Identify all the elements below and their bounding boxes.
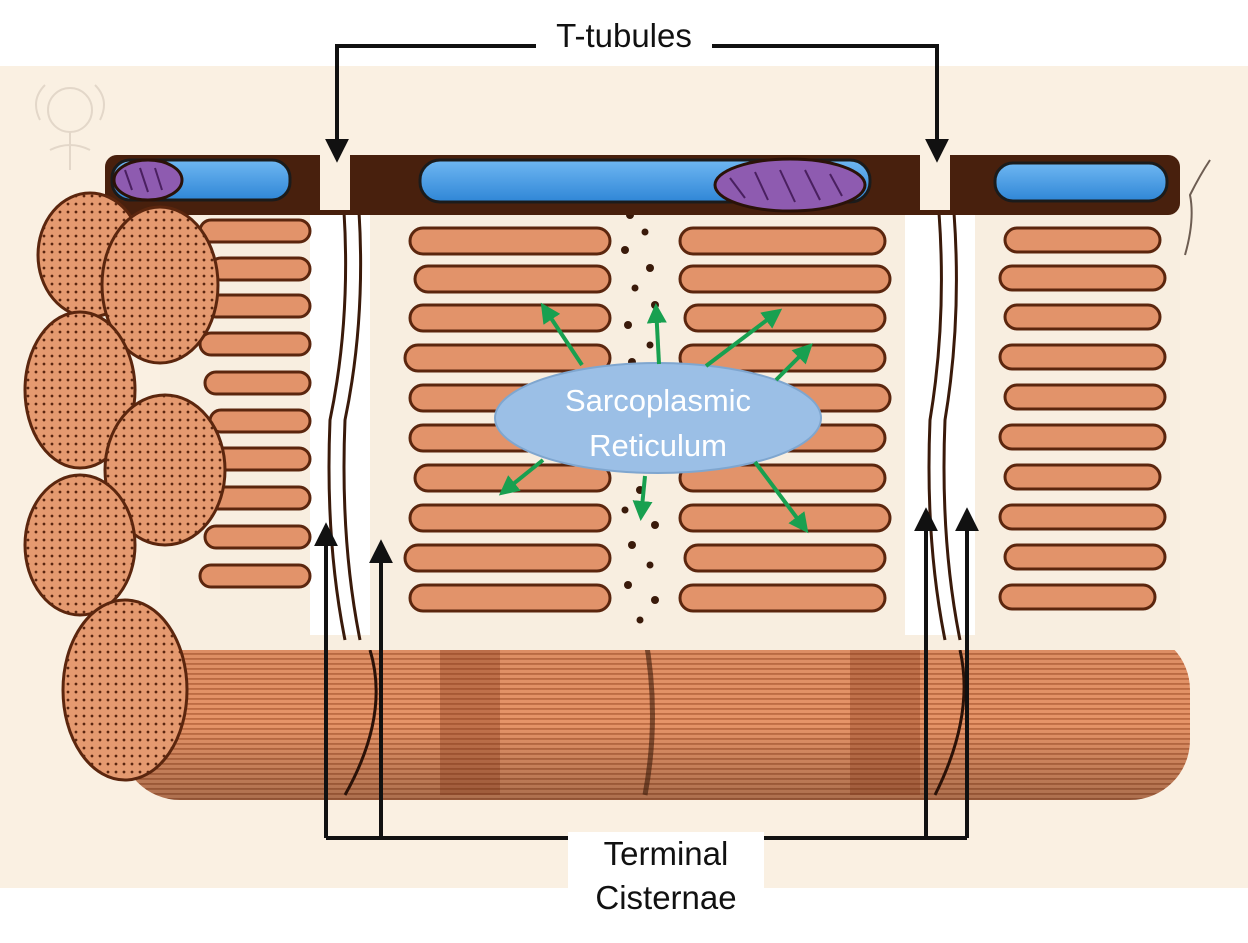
t-tubules-label: T-tubules: [536, 14, 712, 58]
t-tubule-blue-segments: [110, 158, 1169, 204]
green-arrow-4: [774, 343, 813, 382]
green-arrow-2: [646, 303, 667, 365]
artist-signature: [1184, 159, 1211, 256]
sr-bars-right: [998, 226, 1167, 611]
t-tubule-walls: [327, 164, 962, 641]
green-arrow-7: [753, 460, 809, 534]
sarcoplasmic-reticulum-line2: Reticulum: [589, 428, 727, 463]
green-arrow-5: [498, 458, 545, 496]
mitochondrion-left: [112, 158, 184, 202]
myofibril-cross-sections: [23, 191, 227, 782]
terminal-cisternae-line1: Terminal: [603, 835, 729, 872]
sarcoplasmic-reticulum-label: Sarcoplasmic Reticulum: [528, 378, 788, 468]
t-tubules-leader: [325, 44, 949, 163]
terminal-cisternae-label: Terminal Cisternae: [568, 832, 764, 920]
terminal-cisternae-leader: [314, 507, 979, 840]
sr-pointer-arrows: [498, 302, 813, 534]
mitochondrion-center: [713, 157, 867, 213]
reticulum-body: [160, 180, 1180, 650]
green-arrow-3: [704, 308, 783, 368]
green-arrow-6: [632, 475, 653, 521]
mitochondria: [112, 157, 867, 213]
sarcoplasmic-reticulum-line1: Sarcoplasmic: [564, 383, 752, 418]
myofibril-cylinder: [120, 630, 1190, 800]
green-arrow-1: [540, 302, 584, 367]
terminal-cisternae-line2: Cisternae: [595, 879, 737, 916]
watermark-emblem: [35, 84, 105, 170]
